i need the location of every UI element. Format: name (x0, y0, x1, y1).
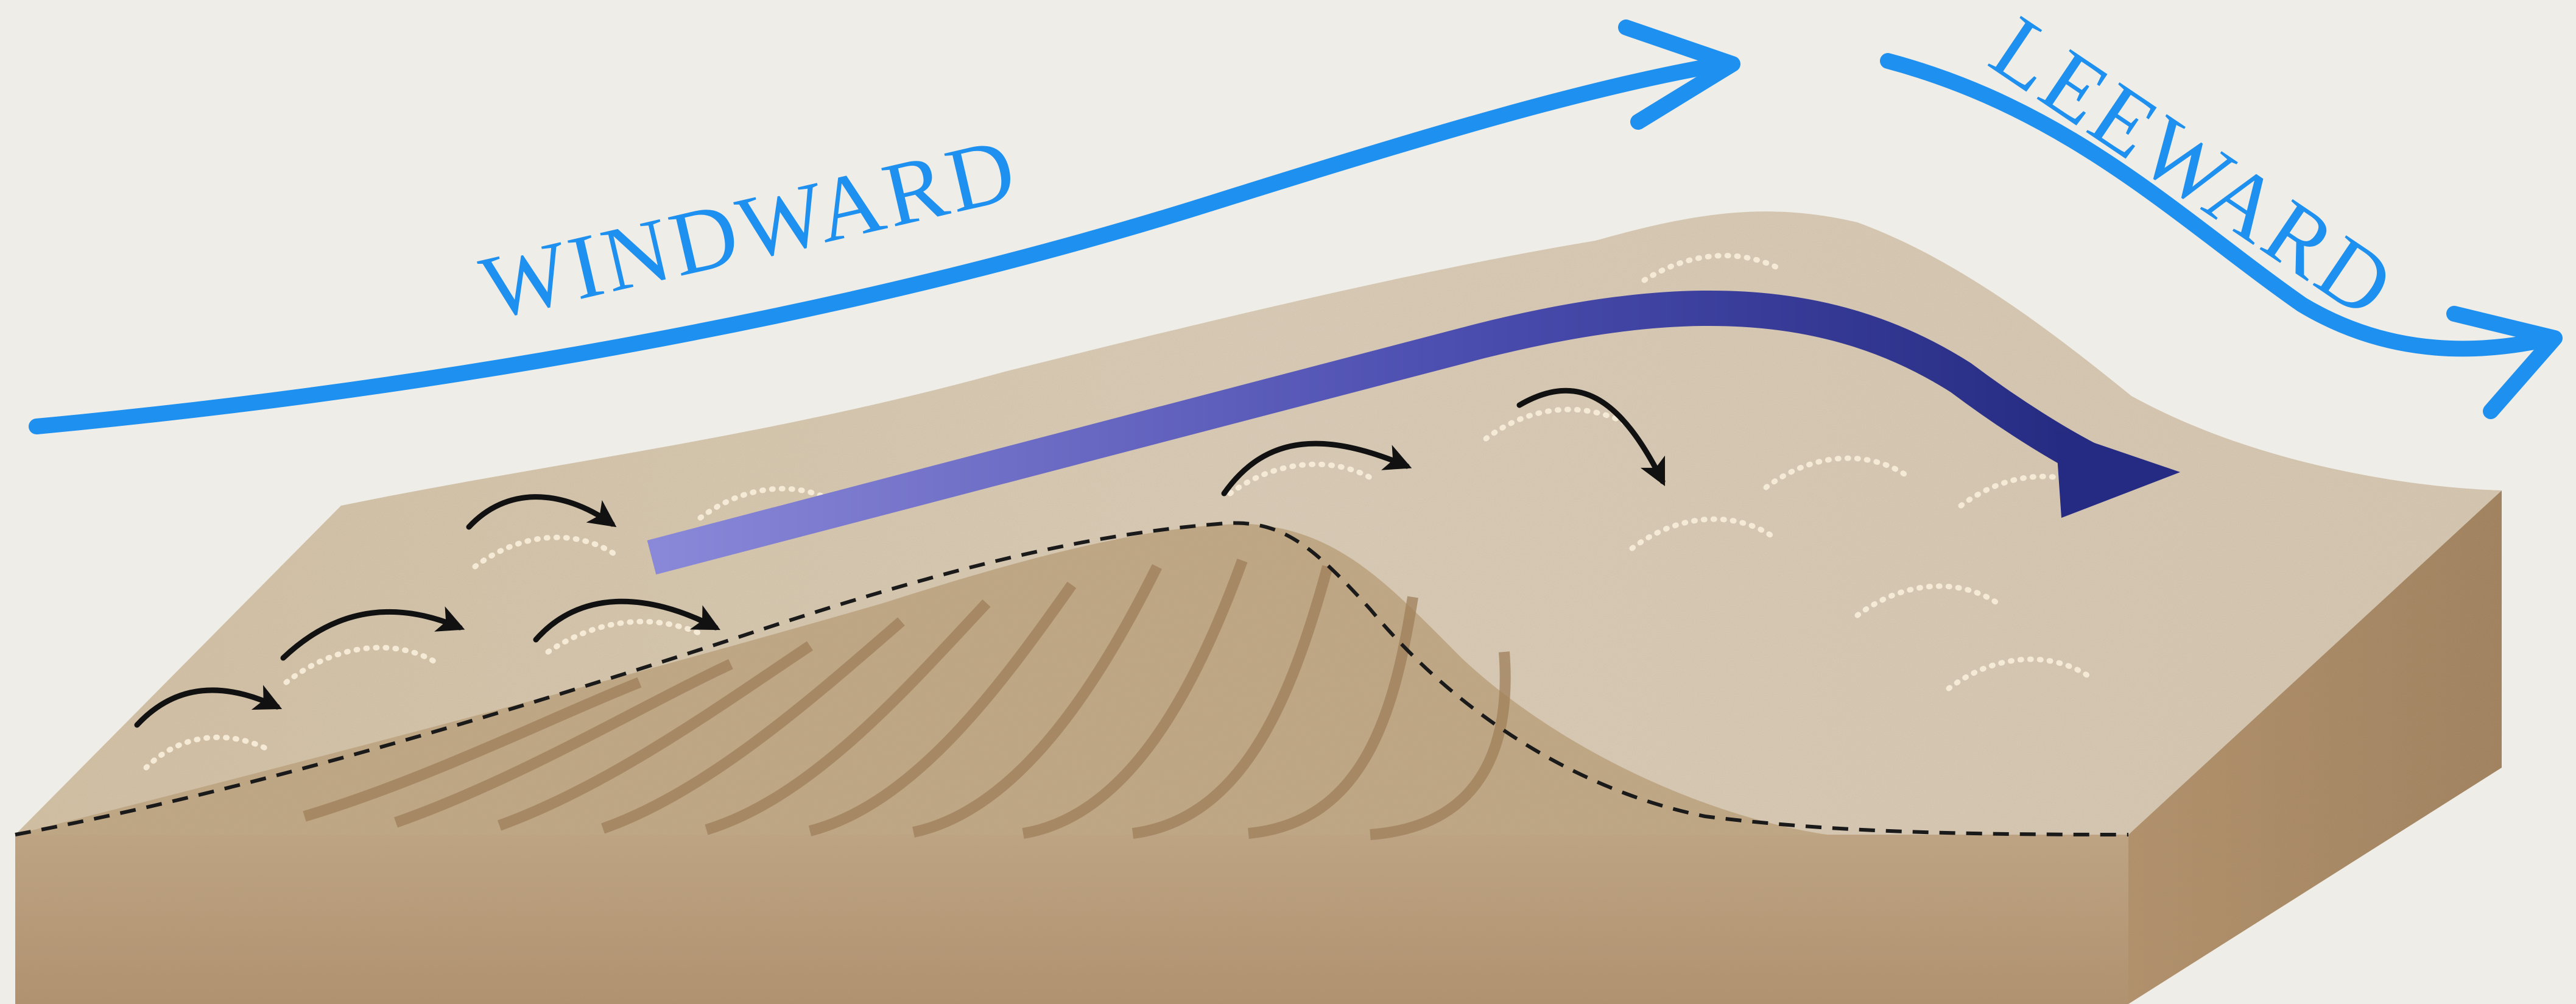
leeward-arrowhead (2454, 314, 2555, 411)
windward-label: WINDWARD (472, 118, 1027, 339)
leeward-label: LEEWARD (1974, 0, 2414, 339)
sand-block-front (15, 835, 2128, 1004)
